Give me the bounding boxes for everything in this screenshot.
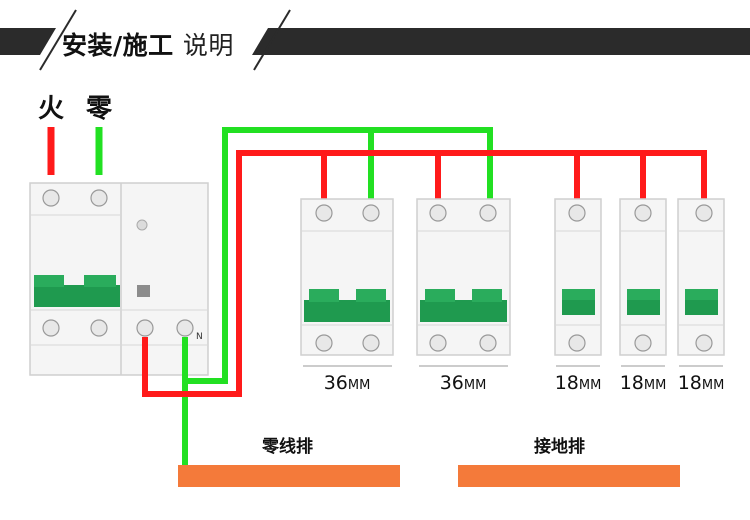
rcd-n-terminal-label: N <box>196 332 203 342</box>
breaker-2p-1 <box>300 198 394 356</box>
neutral-busbar <box>178 465 400 487</box>
title-sub: 说明 <box>182 31 234 60</box>
header-band <box>0 9 750 71</box>
breaker-1p-1 <box>554 198 602 356</box>
dimension-label-2: 36MM <box>439 372 487 394</box>
dimension-label-3: 18MM <box>554 372 602 394</box>
dimension-label-1: 36MM <box>323 372 371 394</box>
dimension-label-4: 18MM <box>619 372 667 394</box>
ground-busbar <box>458 465 680 487</box>
dimension-label-5: 18MM <box>677 372 725 394</box>
breaker-1p-3 <box>677 198 725 356</box>
title-main: 安装/施工 <box>62 31 174 60</box>
live-wiring <box>142 150 707 397</box>
breaker-2p-2 <box>416 198 511 356</box>
neutral-label: 零 <box>86 94 113 124</box>
breaker-1p-2 <box>619 198 667 356</box>
live-label: 火 <box>38 94 65 124</box>
rcd-indicator <box>137 285 150 297</box>
neutral-busbar-label: 零线排 <box>262 437 313 457</box>
page-title: 安装/施工 说明 <box>62 26 234 62</box>
ground-busbar-label: 接地排 <box>534 437 585 457</box>
rcd-toggle <box>34 275 120 307</box>
rcd-test-button <box>136 219 148 231</box>
rcd-main-switch <box>29 182 209 376</box>
